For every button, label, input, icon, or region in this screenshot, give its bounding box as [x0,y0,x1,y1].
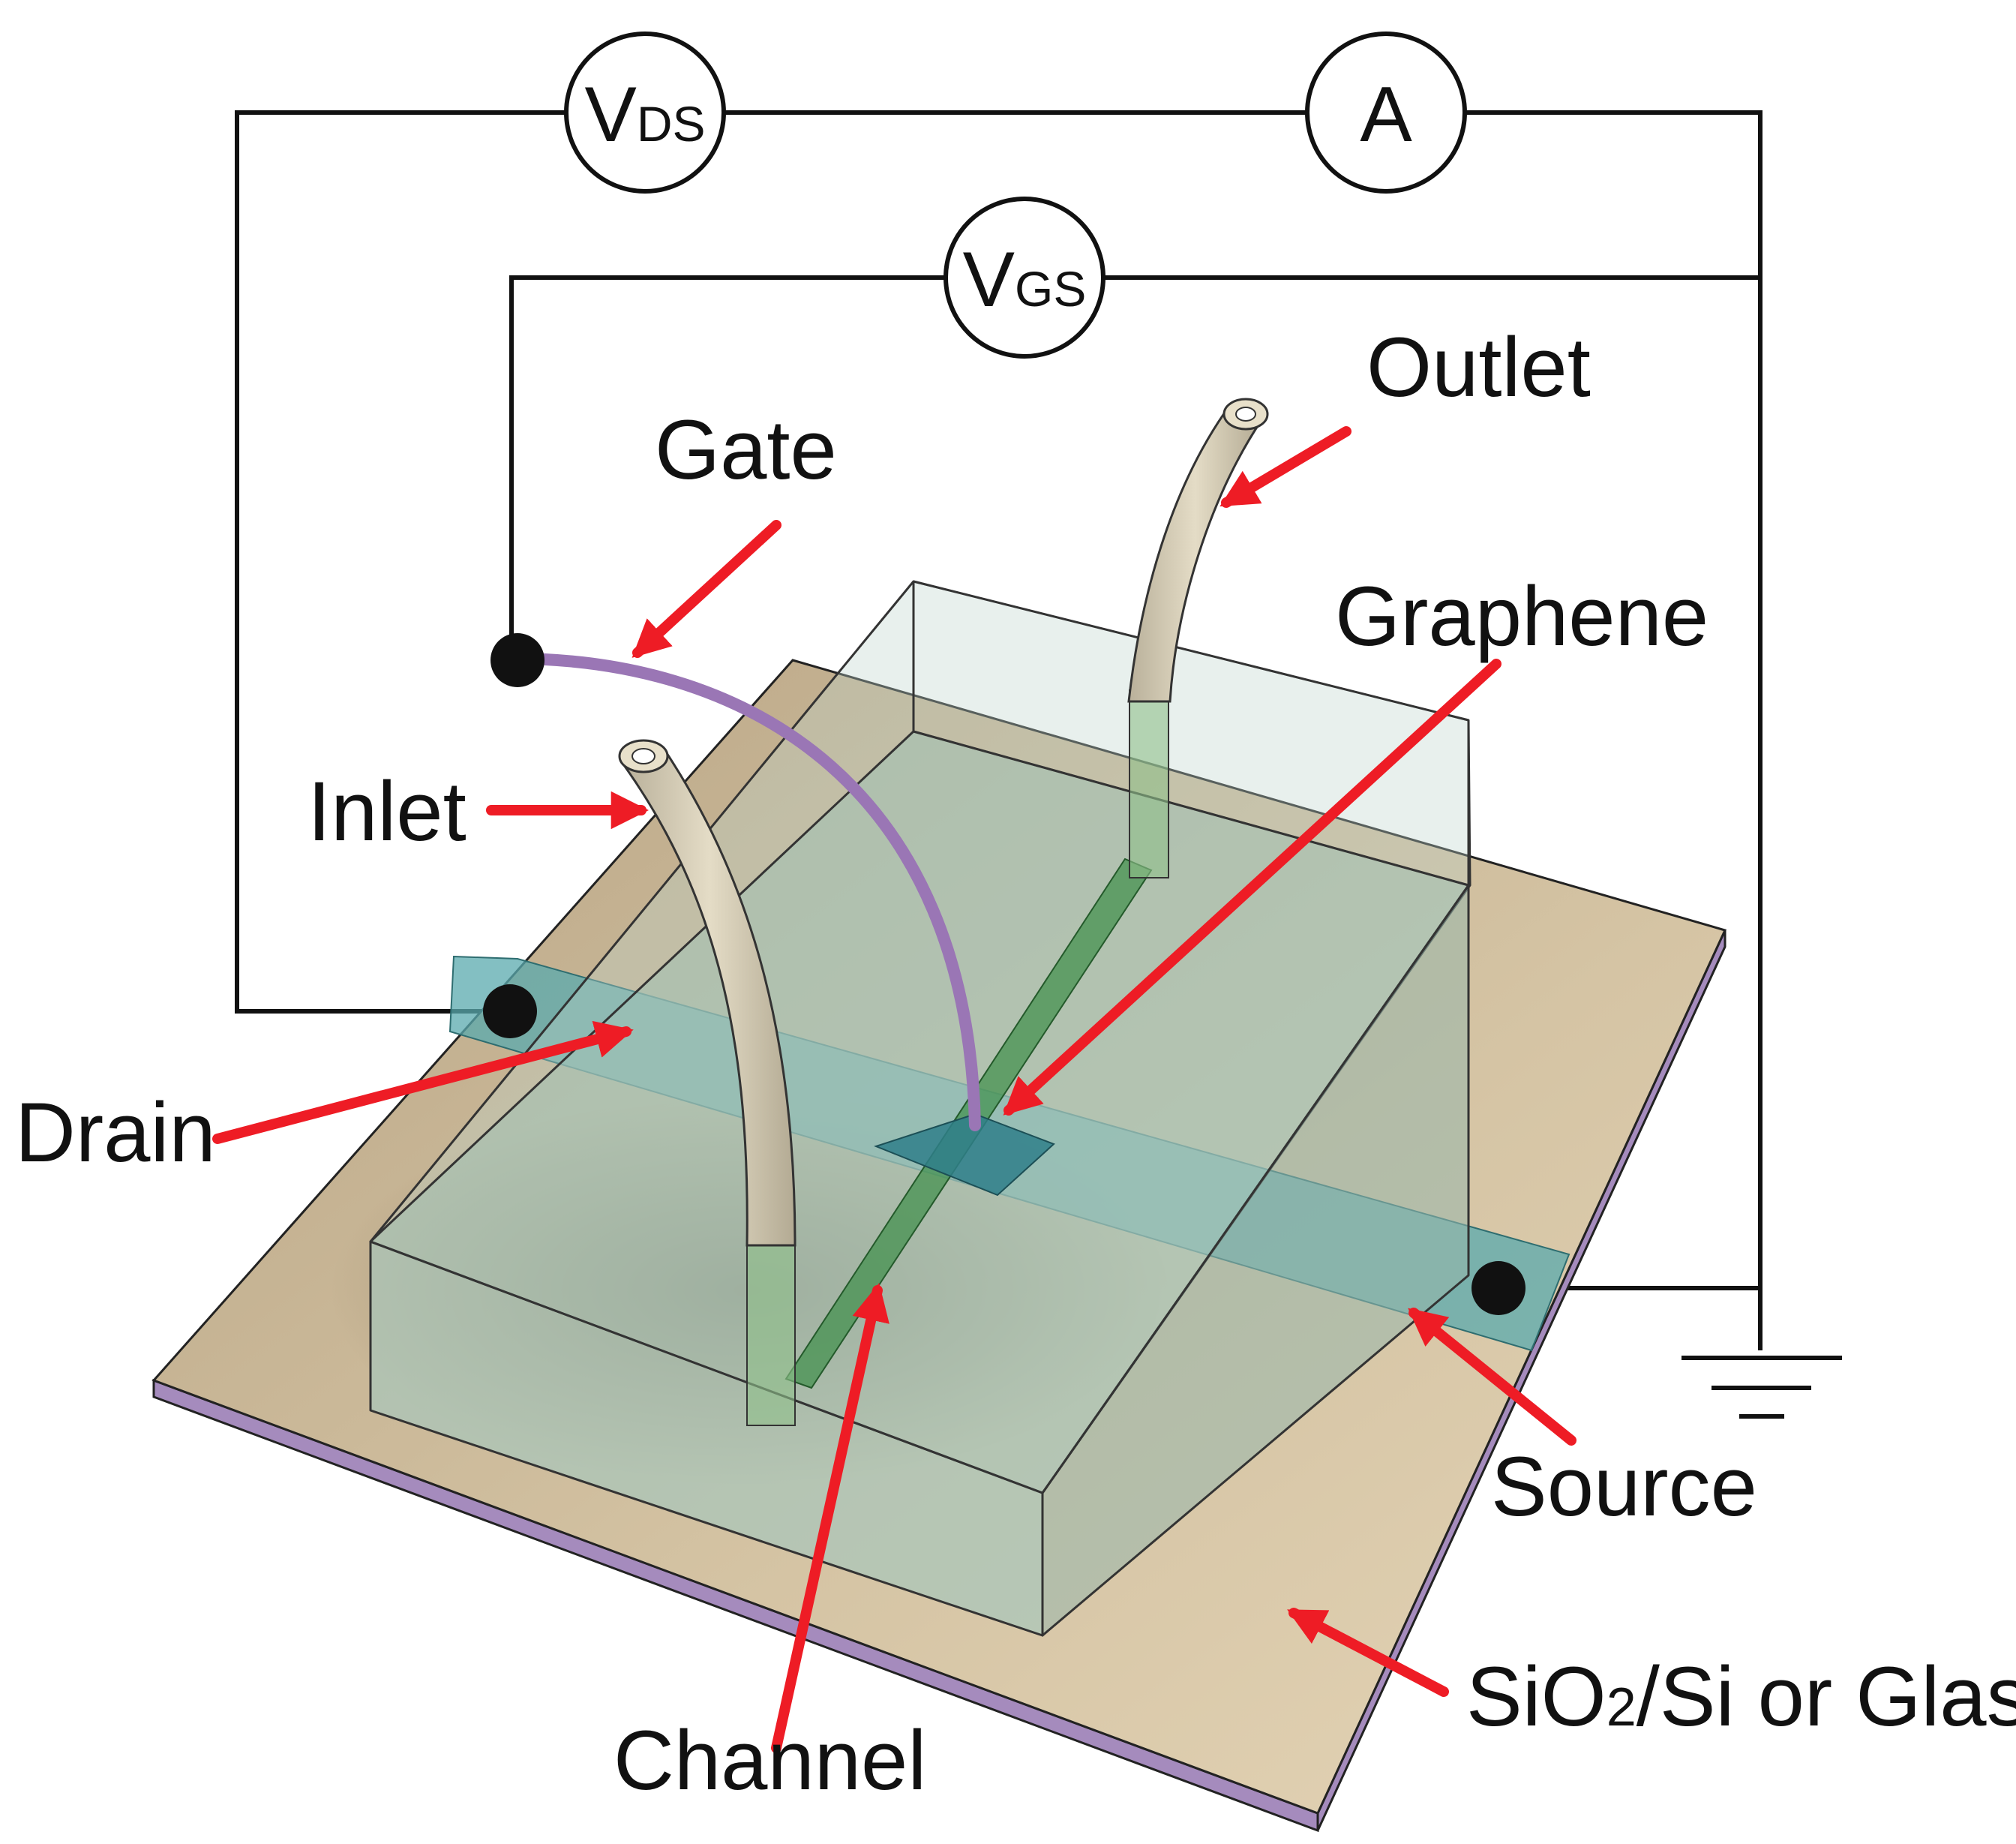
meter-vgs: VGS [944,197,1106,359]
ground-symbol [1682,1356,1842,1419]
label-drain: Drain [15,1086,216,1179]
meter-vgs-sub: GS [1015,261,1086,317]
arrow-graphene [1003,659,1502,1116]
label-graphene: Graphene [1335,569,1708,663]
arrow-drain [212,1020,634,1144]
arrow-outlet [1220,426,1352,508]
arrow-gate [632,520,782,658]
inlet-tube [618,739,796,1426]
outlet-tube [1127,398,1269,878]
label-substrate-sub: 2 [1606,1677,1636,1737]
label-source: Source [1491,1440,1757,1533]
label-gate: Gate [655,403,837,497]
svg-text:VDS: VDS [584,71,705,158]
meter-ammeter-main: A [1360,71,1412,158]
meter-vds-sub: DS [637,96,706,152]
wire-vds-loop [235,110,568,1014]
gate-terminal-dot [490,633,544,687]
meter-vds: VDS [564,32,726,194]
graphene-patch [874,1113,1055,1197]
source-terminal-dot [1472,1261,1526,1315]
label-channel: Channel [614,1713,926,1807]
label-outlet: Outlet [1366,320,1591,414]
pointer-arrows [212,426,1576,1753]
arrow-source [1408,1308,1576,1446]
arrow-channel [771,1283,890,1753]
svg-text:VGS: VGS [963,236,1087,323]
meter-ammeter: A [1305,32,1467,194]
label-substrate-main: SiO [1466,1650,1606,1743]
label-inlet: Inlet [308,764,466,858]
meter-vgs-main: V [963,236,1015,323]
label-substrate-rest: /Si or Glass [1636,1650,2016,1743]
meter-vds-main: V [584,71,636,158]
pdms-block [369,580,1472,1637]
circuit-wires [235,110,1842,1419]
arrow-substrate [1287,1608,1449,1697]
label-substrate: SiO2/Si or Glass [1466,1650,2016,1743]
gate-wire [512,653,981,1131]
wire-ammeter-to-ground [1460,110,1762,1350]
drain-terminal-dot [483,984,537,1038]
wire-vgs-to-gate [509,275,949,661]
